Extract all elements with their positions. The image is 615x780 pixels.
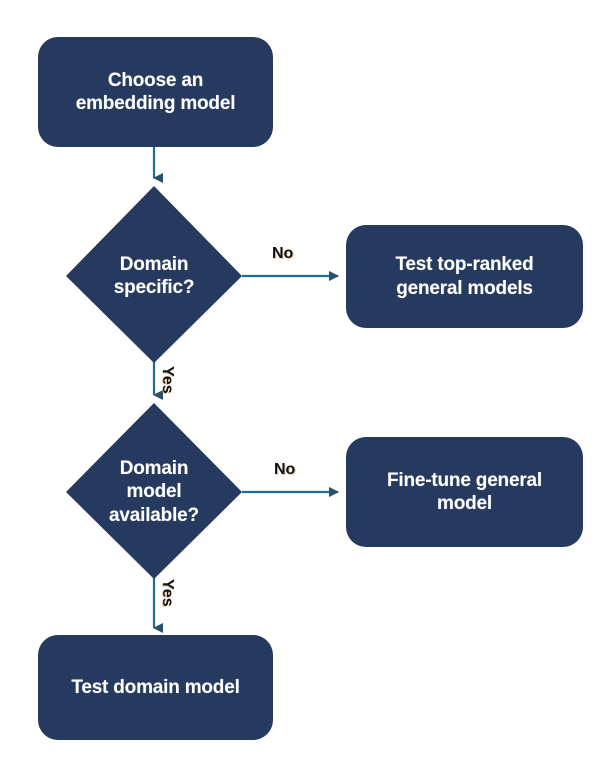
edge-label-decision1-no: No xyxy=(272,245,294,262)
node-shape-finetune-general[interactable] xyxy=(346,437,583,547)
node-shape-test-domain[interactable] xyxy=(38,635,273,740)
edge-label-decision2-yes: Yes xyxy=(159,579,176,607)
node-shape-test-general[interactable] xyxy=(346,225,583,328)
node-shape-start[interactable] xyxy=(38,37,273,147)
edge-label-decision2-no: No xyxy=(274,461,296,478)
node-shape-decision-domain-model[interactable] xyxy=(66,403,242,579)
node-shape-decision-domain-specific[interactable] xyxy=(66,186,242,363)
edge-label-decision1-yes: Yes xyxy=(159,366,176,394)
